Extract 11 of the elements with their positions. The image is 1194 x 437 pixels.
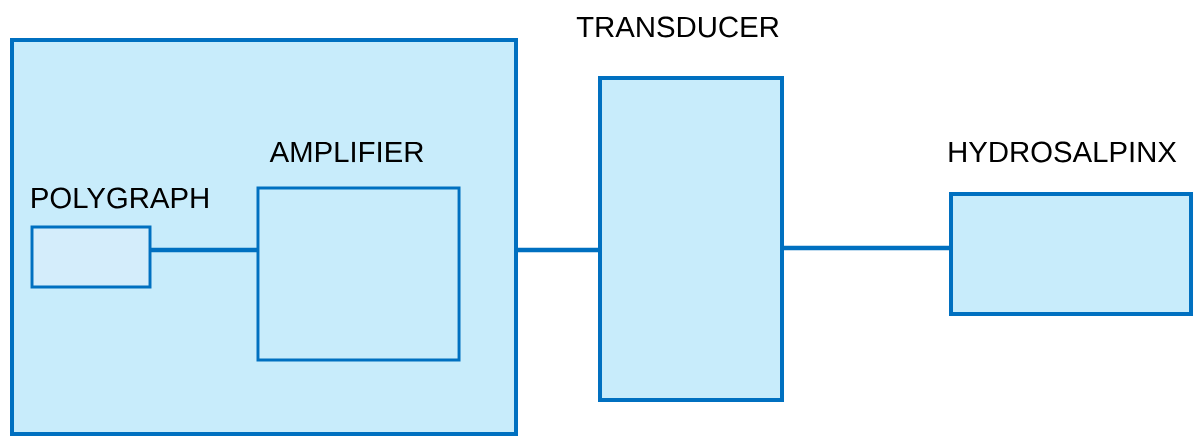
node-label: HYDROSALPINX <box>949 141 1177 163</box>
connector-line <box>516 247 600 253</box>
block-box: AMPLIFIER <box>256 141 461 362</box>
node-label: POLYGRAPH <box>32 187 208 209</box>
block-box: POLYGRAPH <box>30 187 208 289</box>
block-box: HYDROSALPINX <box>949 141 1193 316</box>
node-label: TRANSDUCER <box>576 16 779 38</box>
block-box: TRANSDUCER <box>576 16 784 402</box>
connector-line <box>150 247 258 253</box>
node-label: AMPLIFIER <box>269 141 424 163</box>
connector-line <box>782 245 951 251</box>
